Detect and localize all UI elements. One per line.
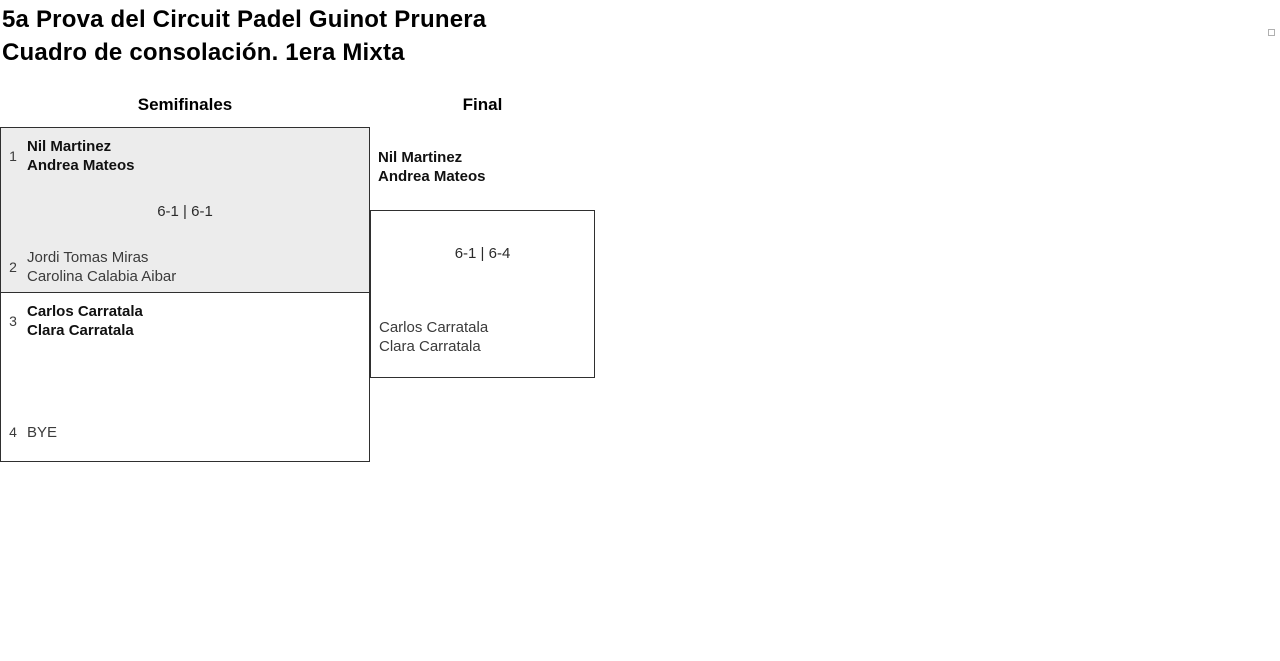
team-names-loser: Jordi Tomas Miras Carolina Calabia Aibar xyxy=(27,248,176,286)
match-score xyxy=(1,367,369,386)
player-name: Jordi Tomas Miras xyxy=(27,249,149,266)
final-match[interactable]: 6-1 | 6-4 Carlos Carratala Clara Carrata… xyxy=(370,210,595,378)
round-header-final: Final xyxy=(462,95,503,114)
round-header-semifinales: Semifinales xyxy=(137,95,233,114)
seed-number: 4 xyxy=(9,424,17,440)
player-name: Carlos Carratala xyxy=(379,319,489,336)
player-name: Clara Carratala xyxy=(379,338,481,355)
team-row-seed-2: 2 Jordi Tomas Miras Carolina Calabia Aib… xyxy=(1,248,369,286)
player-name: Andrea Mateos xyxy=(378,168,486,185)
team-names-loser: Carlos Carratala Clara Carratala xyxy=(379,318,488,356)
team-names-bye: BYE xyxy=(27,423,57,442)
page-title-line-2: Cuadro de consolación. 1era Mixta xyxy=(2,39,405,66)
seed-number: 3 xyxy=(9,313,17,329)
final-team-1: Nil Martinez Andrea Mateos xyxy=(378,148,486,186)
team-row-seed-1: 1 Nil Martinez Andrea Mateos xyxy=(1,137,369,175)
player-name: BYE xyxy=(27,423,58,441)
final-team-2: Carlos Carratala Clara Carratala xyxy=(379,318,594,356)
team-row-seed-4: 4 BYE xyxy=(1,413,369,451)
semifinal-match-1[interactable]: 1 Nil Martinez Andrea Mateos 6-1 | 6-1 2… xyxy=(0,127,370,293)
player-name: Nil Martinez xyxy=(378,149,463,166)
image-placeholder-icon xyxy=(1268,29,1275,36)
match-score: 6-1 | 6-4 xyxy=(454,245,511,262)
team-row-seed-3: 3 Carlos Carratala Clara Carratala xyxy=(1,302,369,340)
page-title-line-1: 5a Prova del Circuit Padel Guinot Pruner… xyxy=(2,6,487,33)
seed-number: 1 xyxy=(9,148,17,164)
player-name: Andrea Mateos xyxy=(27,157,135,174)
player-name: Nil Martinez xyxy=(27,138,112,155)
player-name: Carlos Carratala xyxy=(27,303,143,320)
seed-number: 2 xyxy=(9,259,17,275)
semifinal-match-2[interactable]: 3 Carlos Carratala Clara Carratala 4 BYE xyxy=(0,292,370,462)
page-title: 5a Prova del Circuit Padel Guinot Pruner… xyxy=(2,3,486,69)
team-names-winner: Carlos Carratala Clara Carratala xyxy=(27,302,143,340)
match-score: 6-1 | 6-1 xyxy=(157,203,213,220)
player-name: Clara Carratala xyxy=(27,322,134,339)
player-name: Carolina Calabia Aibar xyxy=(27,268,177,285)
team-names-winner: Nil Martinez Andrea Mateos xyxy=(27,137,135,175)
